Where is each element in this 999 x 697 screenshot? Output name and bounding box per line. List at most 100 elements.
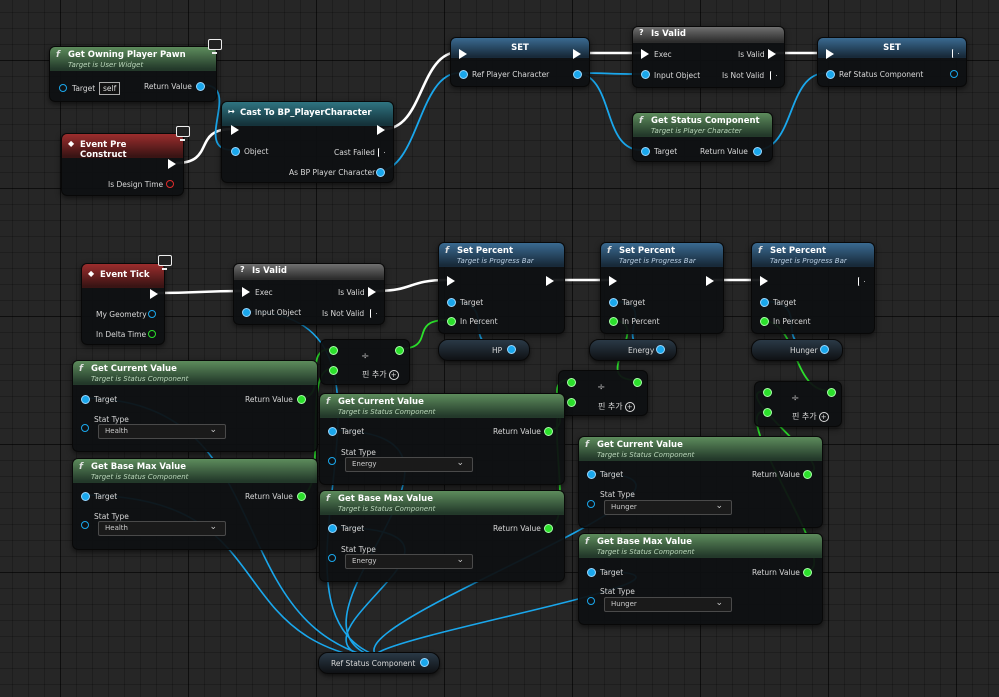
exec-in-pin[interactable]: [242, 287, 250, 297]
target-pin[interactable]: [641, 147, 650, 156]
variable-hunger[interactable]: Hunger: [751, 339, 843, 361]
exec-in-pin[interactable]: [609, 276, 617, 286]
return-value-pin[interactable]: [297, 492, 306, 501]
exec-in-pin[interactable]: [459, 49, 467, 59]
exec-in-pin[interactable]: [826, 49, 834, 59]
is-design-time-pin[interactable]: [166, 180, 174, 188]
exec-out-pin[interactable]: [858, 277, 865, 286]
node-cast-to-bp-player-character[interactable]: ↦Cast To BP_PlayerCharacter Object Cast …: [221, 101, 394, 183]
stat-type-pin[interactable]: [328, 554, 336, 562]
exec-out-pin[interactable]: [706, 276, 714, 286]
node-set-ref-player-character[interactable]: SET Ref Player Character: [450, 37, 590, 87]
is-not-valid-pin[interactable]: [370, 309, 377, 318]
in-percent-pin[interactable]: [609, 317, 618, 326]
stat-type-pin[interactable]: [587, 597, 595, 605]
stat-type-pin[interactable]: [81, 521, 89, 529]
my-geometry-pin[interactable]: [148, 310, 156, 318]
stat-type-pin[interactable]: [81, 424, 89, 432]
add-pin-button[interactable]: 핀 추가+: [792, 411, 829, 422]
node-is-valid-2[interactable]: ?Is Valid Exec Is Valid Input Object Is …: [233, 263, 385, 325]
target-pin[interactable]: [81, 492, 90, 501]
node-is-valid-1[interactable]: ?Is Valid Exec Is Valid Input Object Is …: [632, 26, 785, 88]
stat-type-dropdown[interactable]: Health⌄: [98, 424, 226, 439]
add-pin-button[interactable]: 핀 추가+: [362, 369, 399, 380]
node-divide-1[interactable]: ÷ 핀 추가+: [320, 339, 410, 385]
stat-type-pin[interactable]: [328, 457, 336, 465]
ref-status-component-out-pin[interactable]: [950, 70, 958, 78]
target-pin[interactable]: [59, 84, 67, 92]
as-bp-player-character-pin[interactable]: [376, 168, 385, 177]
ref-status-component-in-pin[interactable]: [826, 70, 835, 79]
exec-in-pin[interactable]: [231, 125, 239, 135]
stat-type-dropdown[interactable]: Energy⌄: [345, 554, 473, 569]
dividend-pin[interactable]: [763, 388, 772, 397]
target-value-field[interactable]: self: [99, 82, 121, 95]
exec-in-pin[interactable]: [447, 276, 455, 286]
divisor-pin[interactable]: [567, 398, 576, 407]
is-valid-pin[interactable]: [768, 49, 776, 59]
divisor-pin[interactable]: [329, 366, 338, 375]
dividend-pin[interactable]: [567, 378, 576, 387]
return-value-pin[interactable]: [544, 427, 553, 436]
input-object-pin[interactable]: [242, 308, 251, 317]
return-value-pin[interactable]: [544, 524, 553, 533]
exec-in-pin[interactable]: [760, 276, 768, 286]
variable-hp[interactable]: HP: [438, 339, 530, 361]
is-not-valid-pin[interactable]: [770, 71, 777, 80]
dividend-pin[interactable]: [329, 346, 338, 355]
node-event-tick[interactable]: ◆Event Tick My Geometry In Delta Time: [81, 263, 165, 345]
return-value-pin[interactable]: [196, 82, 205, 91]
node-set-ref-status-component[interactable]: SET Ref Status Component: [817, 37, 967, 87]
exec-in-pin[interactable]: [641, 49, 649, 59]
in-percent-pin[interactable]: [760, 317, 769, 326]
target-pin[interactable]: [760, 298, 769, 307]
ref-player-character-in-pin[interactable]: [459, 70, 468, 79]
exec-out-pin[interactable]: [546, 276, 554, 286]
exec-out-pin[interactable]: [168, 159, 176, 169]
node-event-pre-construct[interactable]: ◆Event Pre Construct Is Design Time: [61, 133, 184, 196]
node-divide-2[interactable]: ÷ 핀 추가+: [558, 370, 648, 416]
variable-energy[interactable]: Energy: [589, 339, 677, 361]
ref-player-character-out-pin[interactable]: [573, 70, 582, 79]
target-pin[interactable]: [587, 470, 596, 479]
input-object-pin[interactable]: [641, 70, 650, 79]
add-pin-button[interactable]: 핀 추가+: [598, 401, 635, 412]
in-delta-time-pin[interactable]: [148, 330, 156, 338]
result-pin[interactable]: [395, 346, 404, 355]
return-value-pin[interactable]: [297, 395, 306, 404]
exec-out-pin[interactable]: [377, 125, 385, 135]
exec-out-pin[interactable]: [573, 49, 581, 59]
result-pin[interactable]: [633, 378, 642, 387]
variable-out-pin[interactable]: [820, 345, 829, 354]
target-pin[interactable]: [447, 298, 456, 307]
stat-type-dropdown[interactable]: Hunger⌄: [604, 597, 732, 612]
return-value-pin[interactable]: [803, 470, 812, 479]
variable-ref-status-component[interactable]: Ref Status Component: [318, 652, 440, 674]
result-pin[interactable]: [827, 388, 836, 397]
stat-type-dropdown[interactable]: Health⌄: [98, 521, 226, 536]
in-percent-pin[interactable]: [447, 317, 456, 326]
target-pin[interactable]: [587, 568, 596, 577]
stat-type-pin[interactable]: [587, 500, 595, 508]
return-value-pin[interactable]: [803, 568, 812, 577]
target-pin[interactable]: [328, 524, 337, 533]
target-pin[interactable]: [81, 395, 90, 404]
target-pin[interactable]: [328, 427, 337, 436]
stat-type-dropdown[interactable]: Energy⌄: [345, 457, 473, 472]
exec-out-pin[interactable]: [150, 289, 158, 299]
node-divide-3[interactable]: ÷ 핀 추가+: [754, 381, 842, 427]
divisor-pin[interactable]: [763, 408, 772, 417]
object-pin[interactable]: [231, 147, 240, 156]
is-valid-pin[interactable]: [368, 287, 376, 297]
cast-failed-pin[interactable]: [378, 148, 385, 157]
return-value-pin[interactable]: [753, 147, 762, 156]
